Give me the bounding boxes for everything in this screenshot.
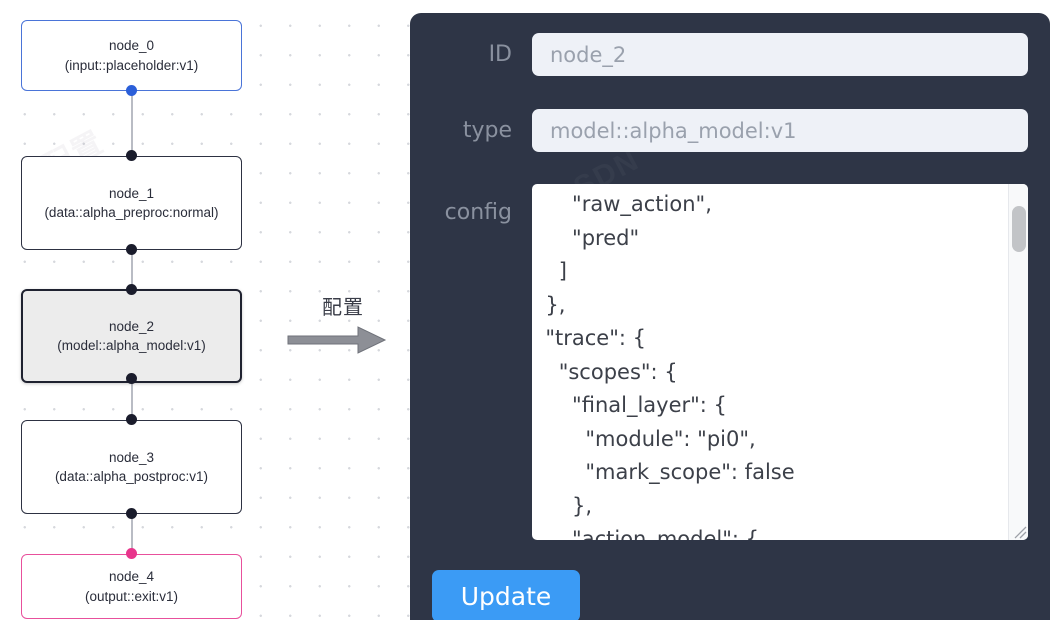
update-button[interactable]: Update bbox=[432, 570, 580, 620]
graph-node-node_4[interactable]: node_4 (output::exit:v1) bbox=[21, 554, 242, 619]
node-handle-source-node_1[interactable] bbox=[126, 244, 137, 255]
node-id-label: node_2 bbox=[108, 318, 155, 334]
type-field-label: type bbox=[462, 118, 512, 143]
graph-node-node_1[interactable]: node_1 (data::alpha_preproc:normal) bbox=[21, 156, 242, 250]
type-input[interactable]: model::alpha_model:v1 bbox=[532, 109, 1028, 152]
node-id-label: node_3 bbox=[108, 449, 155, 465]
edge-1-2 bbox=[131, 248, 133, 290]
graph-node-node_2[interactable]: node_2 (model::alpha_model:v1) bbox=[21, 289, 242, 383]
node-handle-target-node_4[interactable] bbox=[126, 548, 137, 559]
graph-canvas[interactable]: 配置 流程 node_0 (input::placeholder:v1) nod… bbox=[0, 0, 410, 643]
node-id-label: node_0 bbox=[108, 38, 155, 54]
id-input[interactable]: node_2 bbox=[532, 33, 1028, 76]
node-handle-source-node_2[interactable] bbox=[126, 373, 137, 384]
arrow-right-icon bbox=[286, 325, 398, 360]
config-textarea[interactable]: "raw_action", "pred" ] }, "trace": { "sc… bbox=[545, 192, 795, 540]
node-type-label: (data::alpha_preproc:normal) bbox=[44, 205, 219, 220]
node-type-label: (data::alpha_postproc:v1) bbox=[54, 469, 209, 484]
config-field-label: config bbox=[444, 200, 512, 225]
node-type-label: (model::alpha_model:v1) bbox=[57, 338, 206, 353]
field-row-type: type model::alpha_model:v1 bbox=[410, 109, 1050, 152]
node-handle-source-node_3[interactable] bbox=[126, 508, 137, 519]
node-handle-target-node_2[interactable] bbox=[126, 284, 137, 295]
node-id-label: node_1 bbox=[108, 185, 155, 201]
node-type-label: (input::placeholder:v1) bbox=[64, 57, 199, 73]
id-field-label: ID bbox=[488, 42, 512, 67]
transition-annotation: 配置 bbox=[286, 296, 398, 362]
graph-node-node_3[interactable]: node_3 (data::alpha_postproc:v1) bbox=[21, 420, 242, 514]
field-row-config: config "raw_action", "pred" ] }, "trace"… bbox=[410, 184, 1050, 540]
config-scrollbar-thumb[interactable] bbox=[1012, 206, 1026, 252]
config-textarea-wrapper[interactable]: "raw_action", "pred" ] }, "trace": { "sc… bbox=[532, 184, 1028, 540]
node-handle-target-node_3[interactable] bbox=[126, 414, 137, 425]
config-scrollbar[interactable] bbox=[1008, 184, 1028, 540]
node-handle-target-node_1[interactable] bbox=[126, 150, 137, 161]
node-id-label: node_4 bbox=[108, 569, 155, 585]
field-row-id: ID node_2 bbox=[410, 33, 1050, 76]
edge-3-4 bbox=[131, 512, 133, 554]
node-inspector-panel: CSDN ID node_2 type model::alpha_model:v… bbox=[410, 13, 1050, 620]
edge-0-1 bbox=[131, 90, 133, 162]
edge-2-3 bbox=[131, 378, 133, 420]
node-type-label: (output::exit:v1) bbox=[84, 588, 179, 604]
transition-caption: 配置 bbox=[322, 295, 364, 319]
node-handle-source-node_0[interactable] bbox=[126, 85, 137, 96]
graph-node-node_0[interactable]: node_0 (input::placeholder:v1) bbox=[21, 20, 242, 91]
